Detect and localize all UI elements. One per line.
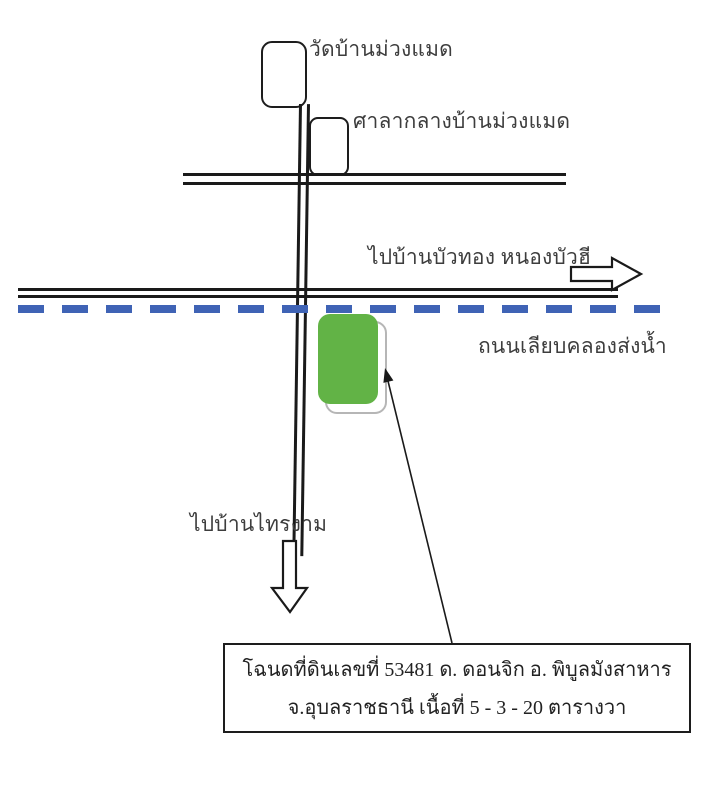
land-plot-shape (318, 314, 378, 404)
temple-building-shape (261, 41, 307, 108)
south-direction-label: ไปบ้านไทรงาม (190, 512, 328, 536)
road-edge (18, 295, 618, 298)
plot-pointer-line (387, 380, 453, 644)
canal-road-label: ถนนเลียบคลองส่งน้ำ (478, 334, 667, 358)
road-edge (18, 288, 618, 291)
deed-info-box: โฉนดที่ดินเลขที่ 53481 ด. ดอนจิก อ. พิบู… (223, 643, 691, 733)
main-road (18, 288, 618, 298)
vertical-road (292, 104, 310, 557)
temple-label: วัดบ้านม่วงแมด (309, 37, 454, 61)
road-edge (183, 182, 566, 185)
road-edge (183, 173, 566, 176)
east-direction-label: ไปบ้านบัวทอง หนองบัวฮี (368, 245, 592, 269)
village-hall-shape (309, 117, 349, 176)
village-hall-label: ศาลากลางบ้านม่วงแมด (353, 109, 571, 133)
deed-line-2: จ.อุบลราชธานี เนื้อที่ 5 - 3 - 20 ตารางว… (287, 697, 627, 719)
canal-dashed-line (18, 305, 663, 313)
road-edge (300, 104, 310, 557)
upper-road (183, 173, 566, 185)
deed-line-1: โฉนดที่ดินเลขที่ 53481 ด. ดอนจิก อ. พิบู… (242, 659, 672, 681)
